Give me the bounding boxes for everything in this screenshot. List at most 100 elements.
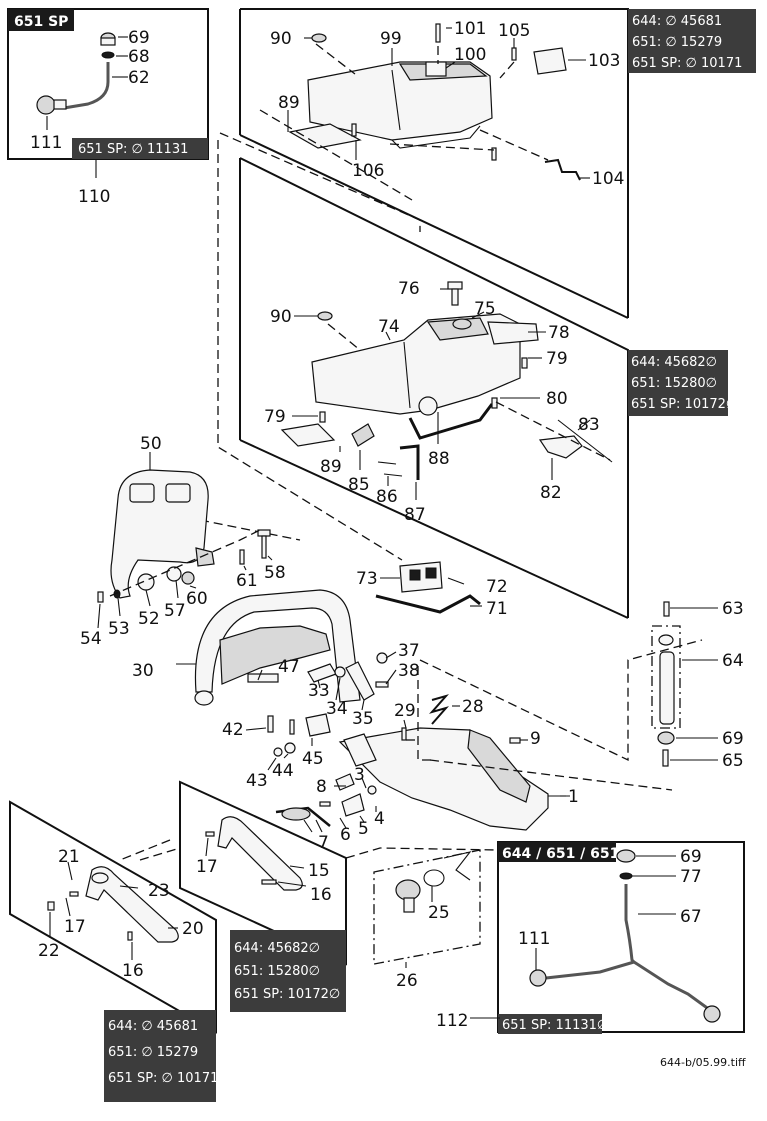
- footer-filename: 644-b/05.99.tiff: [660, 1056, 746, 1069]
- label-34: 34: [326, 699, 348, 719]
- label-5: 5: [358, 819, 369, 839]
- label-74: 74: [378, 317, 400, 337]
- label-110: 110: [78, 187, 110, 207]
- inset-label-651sp: 651 SP: [14, 14, 68, 30]
- label-38: 38: [398, 661, 420, 681]
- label-57: 57: [164, 601, 186, 621]
- label-75: 75: [474, 299, 496, 319]
- front-handle-bar: [176, 589, 361, 706]
- label-50: 50: [140, 434, 162, 454]
- tag-tr-651: 651: ∅ 15279: [632, 35, 722, 50]
- tag-far-651sp: 651 SP: ∅ 10171: [108, 1071, 218, 1086]
- label-111-br: 111: [518, 929, 550, 949]
- label-17-left: 17: [64, 917, 86, 937]
- label-61: 61: [236, 571, 258, 591]
- label-111-tl: 111: [30, 133, 62, 153]
- chain-brake-guard: [110, 452, 215, 599]
- label-22: 22: [38, 941, 60, 961]
- handle-mount-parts: [245, 651, 397, 771]
- tag-tr-644: 644: ∅ 45681: [632, 14, 722, 29]
- label-71: 71: [486, 599, 508, 619]
- label-17-mid: 17: [196, 857, 218, 877]
- label-1: 1: [568, 787, 579, 807]
- label-60: 60: [186, 589, 208, 609]
- label-83: 83: [578, 415, 600, 435]
- label-28: 28: [462, 697, 484, 717]
- label-43: 43: [246, 771, 268, 791]
- tag-handle-651sp: 651 SP: 10172∅: [234, 987, 340, 1002]
- label-79-left: 79: [264, 407, 286, 427]
- label-87: 87: [404, 505, 426, 525]
- label-79-right: 79: [546, 349, 568, 369]
- bottom-right-inset: 644 / 651 / 651SP 651 SP: 11131∅: [470, 841, 745, 1034]
- label-69-br: 69: [680, 847, 702, 867]
- tag-handle-651: 651: 15280∅: [234, 964, 320, 979]
- right-oil-line: [651, 601, 718, 767]
- tag-mid-644: 644: 45682∅: [631, 355, 717, 370]
- label-101: 101: [454, 19, 486, 39]
- label-65: 65: [722, 751, 744, 771]
- label-44: 44: [272, 761, 294, 781]
- label-7: 7: [318, 833, 329, 853]
- tag-far-644: 644: ∅ 45681: [108, 1019, 198, 1034]
- label-16-mid: 16: [310, 885, 332, 905]
- label-3: 3: [354, 765, 365, 785]
- label-30: 30: [132, 661, 154, 681]
- label-16-left: 16: [122, 961, 144, 981]
- label-45: 45: [302, 749, 324, 769]
- label-6: 6: [340, 825, 351, 845]
- label-90-mid: 90: [270, 307, 292, 327]
- label-37: 37: [398, 641, 420, 661]
- label-25: 25: [428, 903, 450, 923]
- label-106: 106: [352, 161, 384, 181]
- label-52: 52: [138, 609, 160, 629]
- label-33: 33: [308, 681, 330, 701]
- rear-handle-box: 644: 45682∅ 651: 15280∅ 651 SP: 10172∅: [119, 780, 347, 1012]
- inset-label-all: 644 / 651 / 651SP: [502, 846, 640, 862]
- label-80: 80: [546, 389, 568, 409]
- label-76: 76: [398, 279, 420, 299]
- label-69-tl: 69: [128, 28, 150, 48]
- part-number-labels: 69 68 62 111 110 90 99 101 100 105 103 8…: [30, 19, 744, 1031]
- label-103: 103: [588, 51, 620, 71]
- label-104: 104: [592, 169, 624, 189]
- top-tank-cover-group: 644: ∅ 45681 651: ∅ 15279 651 SP: ∅ 1017…: [219, 8, 756, 319]
- inset-tag-br: 651 SP: 11131∅: [502, 1018, 608, 1033]
- label-100: 100: [454, 45, 486, 65]
- label-26: 26: [396, 971, 418, 991]
- label-20: 20: [182, 919, 204, 939]
- label-58: 58: [264, 563, 286, 583]
- label-89-mid: 89: [320, 457, 342, 477]
- top-left-inset: 651 SP 651 SP: ∅ 11131: [7, 8, 209, 178]
- label-89-top: 89: [278, 93, 300, 113]
- handle-insert-parts: [375, 561, 482, 614]
- oil-pump-area: [275, 639, 703, 833]
- inset-tag-tl: 651 SP: ∅ 11131: [78, 142, 188, 157]
- label-105: 105: [498, 21, 530, 41]
- label-54: 54: [80, 629, 102, 649]
- label-99: 99: [380, 29, 402, 49]
- label-82: 82: [540, 483, 562, 503]
- label-42: 42: [222, 720, 244, 740]
- label-53: 53: [108, 619, 130, 639]
- label-15: 15: [308, 861, 330, 881]
- label-23: 23: [148, 881, 170, 901]
- label-64: 64: [722, 651, 744, 671]
- label-4: 4: [374, 809, 385, 829]
- middle-tank-group: 644: 45682∅ 651: 15280∅ 651 SP: 10172∅: [239, 157, 737, 619]
- tag-far-651: 651: ∅ 15279: [108, 1045, 198, 1060]
- tag-mid-651sp: 651 SP: 10172∅: [631, 397, 737, 412]
- label-90-top: 90: [270, 29, 292, 49]
- tag-mid-651: 651: 15280∅: [631, 376, 717, 391]
- label-68: 68: [128, 47, 150, 67]
- crankcase: [338, 727, 570, 831]
- label-35: 35: [352, 709, 374, 729]
- label-112: 112: [436, 1011, 468, 1031]
- label-8: 8: [316, 777, 327, 797]
- label-63: 63: [722, 599, 744, 619]
- filter-group: [373, 849, 481, 968]
- label-78: 78: [548, 323, 570, 343]
- label-21: 21: [58, 847, 80, 867]
- label-47: 47: [278, 657, 300, 677]
